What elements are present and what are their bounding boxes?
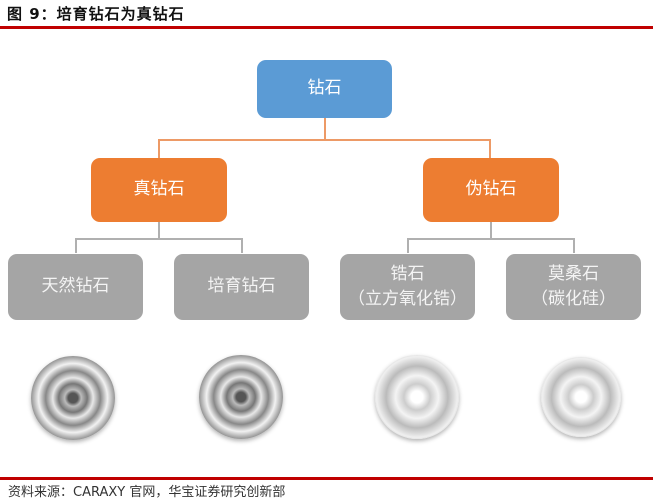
node-fake-diamond: 伪钻石 [423,158,559,222]
top-divider [0,26,653,29]
connector [158,222,160,239]
node-diamond: 钻石 [257,60,392,118]
connector [573,238,575,253]
node-label: 天然钻石 [41,276,110,297]
lab-grown-diamond-image [199,355,283,439]
zircon-image [375,355,459,439]
connector [324,118,326,140]
bottom-divider [0,477,653,480]
connector [75,238,243,240]
node-lab-grown-diamond: 培育钻石 [174,254,309,320]
connector [158,139,160,158]
moissanite-image [541,357,621,437]
node-zircon: 锆石 （立方氧化锆） [340,254,475,320]
node-moissanite: 莫桑石 （碳化硅） [506,254,641,320]
node-label: 锆石 [390,263,425,284]
node-label: 真钻石 [133,179,185,200]
node-label: 伪钻石 [465,179,517,200]
node-label: 莫桑石 [548,263,599,284]
node-natural-diamond: 天然钻石 [8,254,143,320]
connector [490,222,492,239]
node-label: 钻石 [307,78,342,99]
connector [489,139,491,158]
connector [241,238,243,253]
node-sublabel: （碳化硅） [531,289,616,309]
connector [407,238,575,240]
node-sublabel: （立方氧化锆） [348,289,467,309]
node-label: 培育钻石 [207,276,276,297]
natural-diamond-image [31,356,115,440]
node-real-diamond: 真钻石 [91,158,227,222]
figure-title: 图 9：培育钻石为真钻石 [7,5,185,23]
connector [407,238,409,253]
connector [158,139,491,141]
source-note: 资料来源：CARAXY 官网，华宝证券研究创新部 [8,485,286,500]
connector [75,238,77,253]
